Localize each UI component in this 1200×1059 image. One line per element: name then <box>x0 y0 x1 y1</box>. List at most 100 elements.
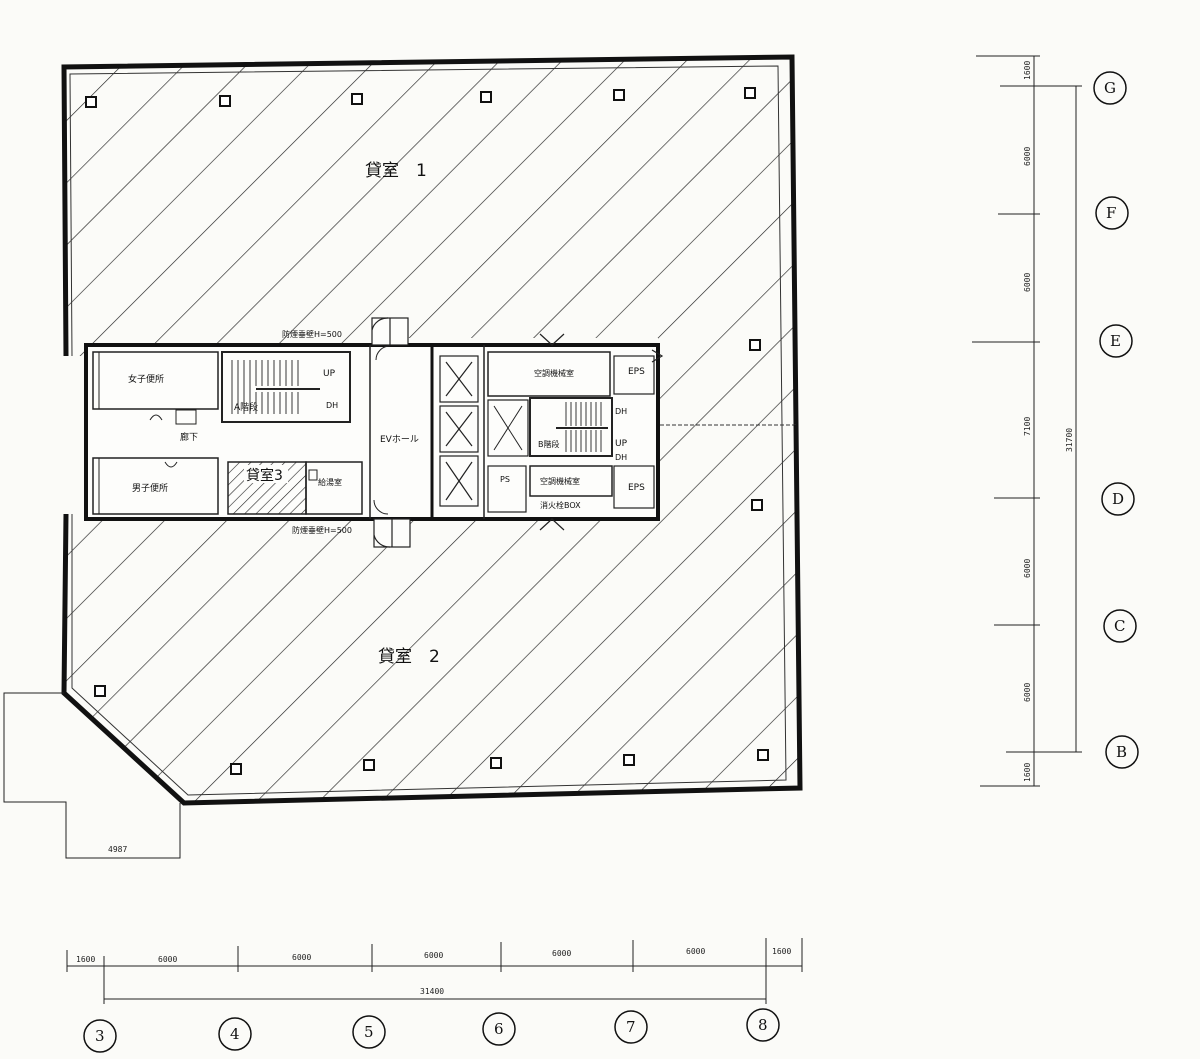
svg-text:4: 4 <box>230 1025 240 1043</box>
svg-text:G: G <box>1104 79 1116 97</box>
stair-b-label: B階段 <box>538 439 560 449</box>
stair-b-dh-top-label: DH <box>615 407 627 416</box>
svg-text:C: C <box>1114 617 1125 635</box>
stair-b-up-label: UP <box>615 439 628 449</box>
grid-marker-row-e: E <box>1099 324 1133 358</box>
grid-marker-row-b: B <box>1105 735 1139 769</box>
v-span-6: 6000 <box>1023 683 1032 702</box>
column <box>351 93 363 105</box>
svg-text:F: F <box>1106 204 1116 222</box>
column <box>230 763 242 775</box>
column <box>85 96 97 108</box>
svg-text:D: D <box>1112 490 1124 508</box>
elevator-hall-label: EVホール <box>380 434 419 445</box>
ac-machine-room-1-label: 空調機械室 <box>534 368 574 378</box>
elevator-shaft <box>439 405 479 453</box>
svg-text:8: 8 <box>758 1016 768 1034</box>
h-span-3: 6000 <box>292 953 311 962</box>
v-span-5: 6000 <box>1023 559 1032 578</box>
column <box>751 499 763 511</box>
svg-text:3: 3 <box>95 1027 105 1045</box>
svg-text:E: E <box>1110 332 1121 350</box>
grid-column-markers: 3 4 5 6 7 8 <box>83 1008 780 1053</box>
stair-b <box>529 397 613 457</box>
stair-b-treads <box>556 402 608 452</box>
rental-room-3-label: 貸室3 <box>246 467 283 484</box>
eps-lower-label: EPS <box>628 483 645 493</box>
svg-text:6: 6 <box>494 1020 504 1038</box>
corner-offset-value: 4987 <box>108 845 127 854</box>
stair-a-up-label: UP <box>323 369 336 379</box>
elevator-shaft <box>439 455 479 507</box>
rental-room-1: 貸室 1 <box>61 54 799 426</box>
column <box>363 759 375 771</box>
h-span-6: 6000 <box>686 947 705 956</box>
column <box>490 757 502 769</box>
grid-marker-row-g: G <box>1093 71 1127 105</box>
corner-offset-dimension: 4987 <box>3 692 181 859</box>
column <box>623 754 635 766</box>
horizontal-dimension-chain: 1600 6000 6000 6000 6000 6000 1600 31400 <box>66 938 803 1004</box>
h-span-5: 6000 <box>552 949 571 958</box>
grid-row-markers: G F E D C B <box>1093 71 1139 769</box>
column <box>757 749 769 761</box>
ac-machine-room-2 <box>529 465 613 497</box>
v-total: 31700 <box>1065 428 1074 452</box>
grid-marker-col-8: 8 <box>746 1008 780 1042</box>
grid-marker-col-4: 4 <box>218 1017 252 1051</box>
eps-upper <box>613 355 655 395</box>
ac-machine-room-1 <box>487 351 611 397</box>
column <box>219 95 231 107</box>
hot-water-room <box>305 461 363 515</box>
womens-toilet-label: 女子便所 <box>128 373 164 385</box>
fire-doors <box>371 317 664 548</box>
hot-water-room-label: 給湯室 <box>318 477 342 487</box>
stair-a-dh-label: DH <box>326 401 338 410</box>
grid-marker-row-c: C <box>1103 609 1137 643</box>
eps-upper-label: EPS <box>628 367 645 377</box>
column <box>613 89 625 101</box>
stair-a-treads <box>231 360 320 414</box>
central-core: 女子便所 男子便所 廊下 UP DH A階段 貸室3 給湯室 <box>84 317 664 548</box>
rental-room-1-label: 貸室 1 <box>365 161 427 181</box>
smoke-barrier-bottom-label: 防煙垂壁H=500 <box>292 525 352 535</box>
v-span-7: 1600 <box>1023 763 1032 782</box>
column <box>480 91 492 103</box>
pipe-shaft <box>487 465 527 513</box>
v-span-2: 6000 <box>1023 147 1032 166</box>
mens-toilet <box>92 457 219 515</box>
stair-a-label: A階段 <box>234 401 258 413</box>
mens-toilet-label: 男子便所 <box>132 482 168 494</box>
grid-marker-col-3: 3 <box>83 1019 117 1053</box>
shaft-box <box>487 399 529 457</box>
pipe-shaft-label: PS <box>500 475 510 484</box>
eps-lower <box>613 465 655 509</box>
elevator-shaft <box>439 355 479 403</box>
column <box>744 87 756 99</box>
smoke-barrier-top-label: 防煙垂壁H=500 <box>282 329 342 339</box>
h-total: 31400 <box>420 987 444 996</box>
grid-marker-row-f: F <box>1095 196 1129 230</box>
rental-room-2-label: 貸室 2 <box>378 647 440 667</box>
v-span-1: 1600 <box>1023 61 1032 80</box>
stair-b-dh-bottom-label: DH <box>615 453 627 462</box>
h-span-1: 1600 <box>76 955 95 964</box>
v-span-3: 6000 <box>1023 273 1032 292</box>
h-span-7: 1600 <box>772 947 791 956</box>
svg-text:B: B <box>1116 743 1127 761</box>
grid-marker-col-5: 5 <box>352 1015 386 1049</box>
grid-marker-row-d: D <box>1101 482 1135 516</box>
grid-marker-col-7: 7 <box>614 1010 648 1044</box>
stair-a <box>221 351 351 423</box>
elevator-shafts <box>439 355 479 507</box>
ac-machine-room-2-label: 空調機械室 <box>540 476 580 486</box>
column <box>749 339 761 351</box>
column <box>94 685 106 697</box>
corridor-label: 廊下 <box>180 431 198 443</box>
h-span-2: 6000 <box>158 955 177 964</box>
v-span-4: 7100 <box>1023 417 1032 436</box>
svg-text:7: 7 <box>626 1018 636 1036</box>
womens-toilet <box>92 351 219 410</box>
h-span-4: 6000 <box>424 951 443 960</box>
fire-hydrant-box-label: 消火栓BOX <box>540 500 581 510</box>
